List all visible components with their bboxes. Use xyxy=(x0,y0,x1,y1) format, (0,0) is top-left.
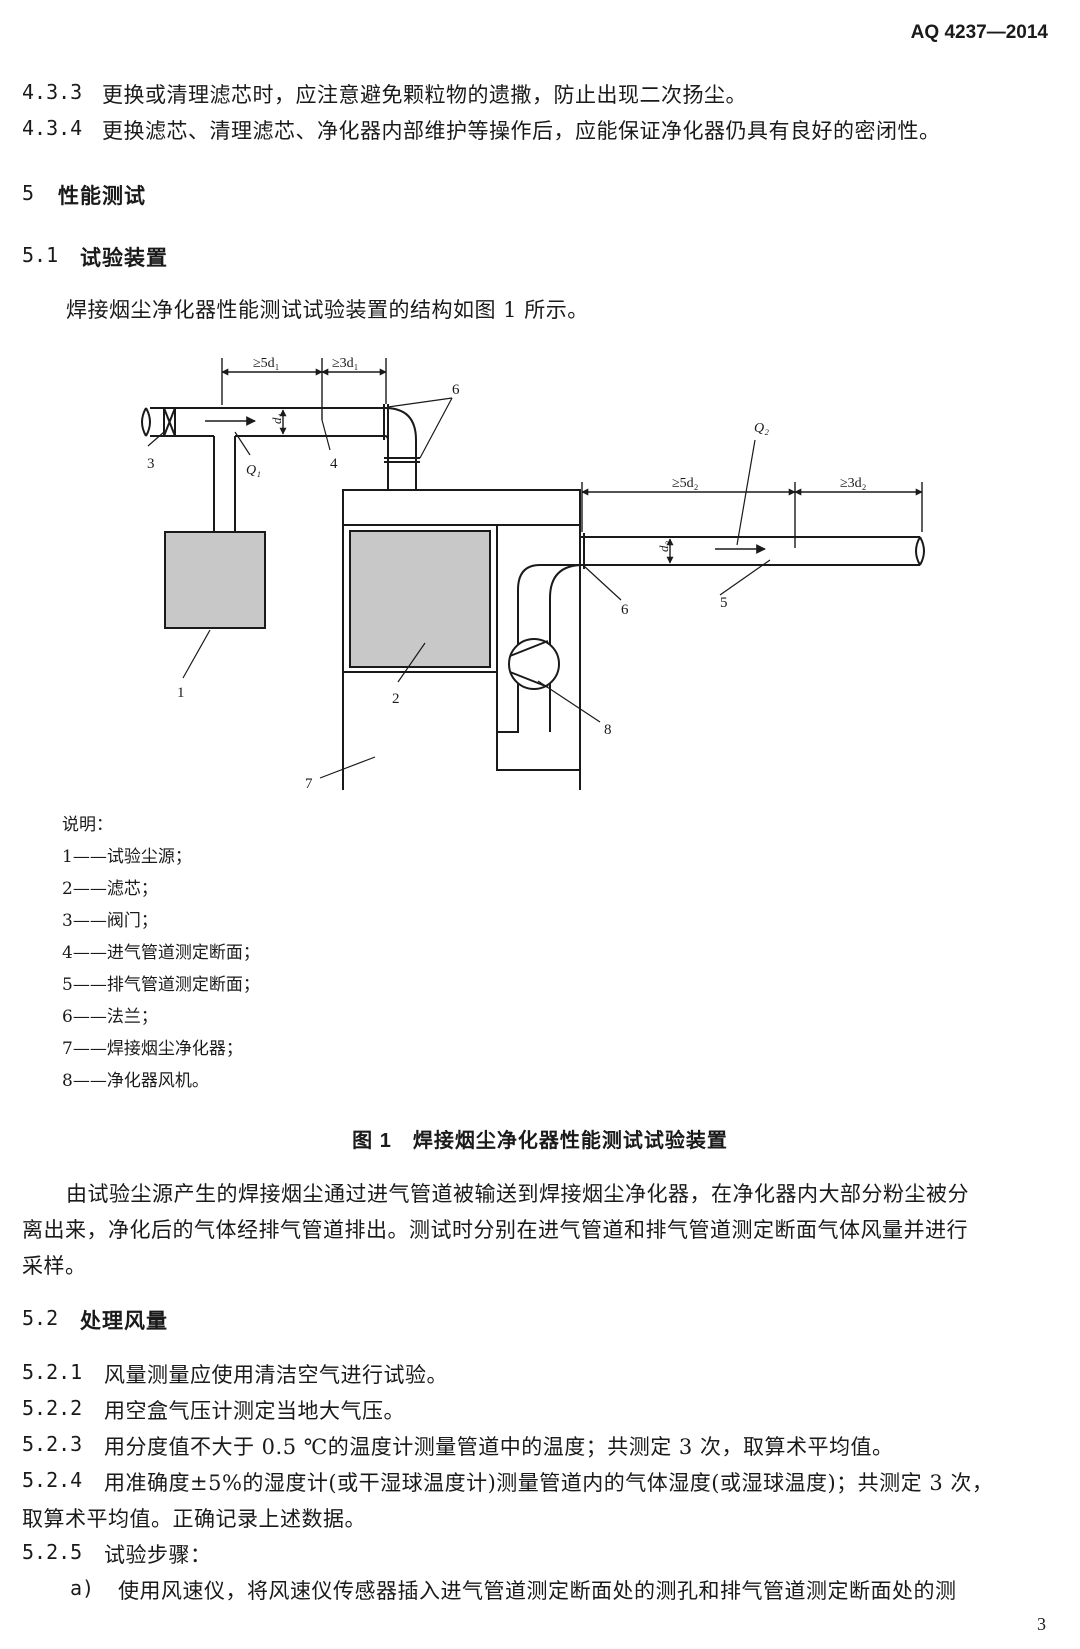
flow-arrows xyxy=(205,416,766,554)
fan-symbol xyxy=(508,638,560,690)
dust-source-box xyxy=(164,531,266,629)
legend-item: 7——焊接烟尘净化器； xyxy=(62,1039,243,1059)
clause-number: 5.2.1 xyxy=(22,1360,83,1384)
legend-item: 8——净化器风机。 xyxy=(62,1071,209,1091)
callout-number: 5 xyxy=(720,595,728,611)
test-apparatus-diagram: ≥5d₁ ≥3d₁ ≥5d₂ ≥3d₂ d₁ d₂ Q₁ Q₂ 1 2 3 4 … xyxy=(141,356,925,790)
filter-element xyxy=(349,530,491,668)
callout-number: 6 xyxy=(621,602,629,618)
inlet-flanges xyxy=(383,404,420,463)
section-number: 5 xyxy=(22,181,35,205)
callout-number: 1 xyxy=(177,685,185,701)
legend-item: 6——法兰； xyxy=(62,1007,158,1027)
outlet-duct xyxy=(497,536,925,733)
body-paragraph-line: 由试验尘源产生的焊接烟尘通过进气管道被输送到焊接烟尘净化器，在净化器内大部分粉尘… xyxy=(66,1182,969,1206)
callout-number: 2 xyxy=(392,691,400,707)
dim-label: d₁ xyxy=(269,413,284,424)
dim-label: ≥5d₂ xyxy=(672,476,699,491)
section-title: 性能测试 xyxy=(58,185,146,208)
dimension-lines xyxy=(221,358,923,564)
clause-number: 5.2.3 xyxy=(22,1432,83,1456)
clause-text: 风量测量应使用清洁空气进行试验。 xyxy=(104,1363,448,1387)
diagram-labels: ≥5d₁ ≥3d₁ ≥5d₂ ≥3d₂ d₁ d₂ Q₁ Q₂ 1 2 3 4 … xyxy=(147,356,867,790)
clause-number: 5.2.2 xyxy=(22,1396,83,1420)
clause-number: 5.2.4 xyxy=(22,1468,83,1492)
section-number: 5.2 xyxy=(22,1306,59,1330)
clause-text: 试验步骤： xyxy=(104,1543,212,1567)
valve-symbol xyxy=(163,407,176,437)
dim-label: ≥3d₂ xyxy=(840,476,867,491)
outlet-flanges xyxy=(579,533,585,569)
section-title: 试验装置 xyxy=(80,247,168,270)
inlet-pipe xyxy=(141,407,417,532)
legend-item: 2——滤芯； xyxy=(62,879,158,899)
dim-label: ≥3d₁ xyxy=(332,356,359,371)
list-item-text: 使用风速仪，将风速仪传感器插入进气管道测定断面处的测孔和排气管道测定断面处的测 xyxy=(118,1579,957,1603)
legend-item: 4——进气管道测定断面； xyxy=(62,943,260,963)
callout-number: 4 xyxy=(330,456,338,472)
callout-number: 6 xyxy=(452,382,460,398)
section-title: 处理风量 xyxy=(80,1310,168,1333)
legend-item: 3——阀门； xyxy=(62,911,158,931)
clause-number: 5.2.5 xyxy=(22,1540,83,1564)
clause-text-continued: 取算术平均值。正确记录上述数据。 xyxy=(22,1507,366,1531)
page-number: 3 xyxy=(1037,1614,1046,1634)
clause-text: 用分度值不大于 0.5 ℃的温度计测量管道中的温度；共测定 3 次，取算术平均值… xyxy=(104,1435,894,1459)
dim-label: d₂ xyxy=(656,541,671,553)
body-paragraph-line: 采样。 xyxy=(22,1254,87,1278)
legend-item: 5——排气管道测定断面； xyxy=(62,975,260,995)
dim-label: ≥5d₁ xyxy=(253,356,280,371)
clause-text: 用准确度±5%的湿度计(或干湿球温度计)测量管道内的气体湿度(或湿球温度)；共测… xyxy=(104,1471,994,1495)
flow-label: Q₂ xyxy=(754,421,769,436)
clause-number: 4.3.3 xyxy=(22,80,83,104)
clause-text: 更换或清理滤芯时，应注意避免颗粒物的遗撒，防止出现二次扬尘。 xyxy=(102,83,747,107)
callout-number: 8 xyxy=(604,722,612,738)
list-item-label: a) xyxy=(70,1576,95,1600)
callout-number: 7 xyxy=(305,776,313,790)
callout-number: 3 xyxy=(147,456,155,472)
clause-number: 4.3.4 xyxy=(22,116,83,140)
leader-lines xyxy=(147,397,771,779)
figure-caption: 图 1 焊接烟尘净化器性能测试试验装置 xyxy=(352,1130,728,1152)
clause-text: 用空盒气压计测定当地大气压。 xyxy=(104,1399,405,1423)
standard-code: AQ 4237—2014 xyxy=(910,22,1048,43)
legend-title: 说明： xyxy=(62,815,113,835)
clause-text: 更换滤芯、清理滤芯、净化器内部维护等操作后，应能保证净化器仍具有良好的密闭性。 xyxy=(102,119,941,143)
purifier-body xyxy=(342,489,581,790)
flow-label: Q₁ xyxy=(246,463,261,478)
legend-item: 1——试验尘源； xyxy=(62,847,192,867)
intro-paragraph: 焊接烟尘净化器性能测试试验装置的结构如图 1 所示。 xyxy=(66,298,589,322)
body-paragraph-line: 离出来，净化后的气体经排气管道排出。测试时分别在进气管道和排气管道测定断面气体风… xyxy=(22,1218,968,1242)
section-number: 5.1 xyxy=(22,243,59,267)
